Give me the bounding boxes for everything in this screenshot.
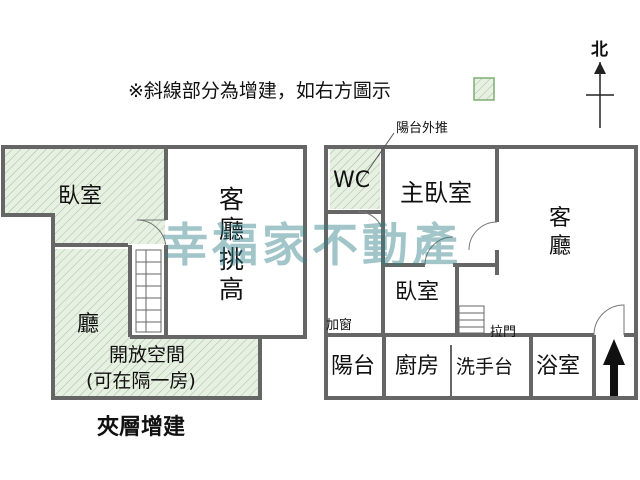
sliding-door-label: 拉門: [490, 325, 516, 340]
mezz-door-swing: [136, 219, 167, 250]
entrance-arrow-icon: [603, 339, 625, 396]
mezz-living-void-char-4: 高: [219, 275, 244, 304]
mezz-living-void-char-3: 挑: [219, 245, 244, 274]
main-outer-wall: [324, 145, 638, 400]
door-swing-entrance: [593, 304, 625, 336]
balcony-callout-leader: [359, 132, 395, 183]
wc-label: WC: [333, 168, 370, 193]
compass: 北: [586, 40, 614, 128]
balcony-label: 陽台: [331, 354, 375, 379]
main-floor-plan: 陽台外推 加窗 拉門 WC 主臥室 客 廳 臥室 陽台 廚房 洗手台 浴室: [324, 121, 638, 400]
mezz-hall-label: 廳: [77, 312, 99, 337]
mezz-bedroom-label: 臥室: [58, 184, 102, 209]
main-stairs: [458, 305, 485, 334]
door-swing-living: [468, 221, 498, 251]
living-label-char-2: 廳: [549, 234, 571, 259]
mezz-stairs: [135, 249, 162, 333]
mezz-living-void-char-1: 客: [219, 185, 244, 214]
watermark-text: 幸福家不動產: [162, 218, 462, 272]
master-bedroom-label: 主臥室: [400, 179, 472, 207]
kitchen-label: 廚房: [395, 354, 439, 379]
mezz-open-space-label: 開放空間: [109, 344, 185, 366]
living-label-char-1: 客: [549, 206, 571, 231]
hatch-legend-swatch: [473, 77, 495, 101]
mezzanine-caption: 夾層增建: [97, 414, 185, 440]
mezz-outer-wall: [1, 145, 307, 400]
door-swing-master: [424, 236, 454, 266]
bathroom-label: 浴室: [536, 354, 580, 379]
mezz-open-space-note: (可在隔一房): [86, 370, 196, 392]
compass-arrow-icon: [594, 62, 606, 74]
balcony-callout-label: 陽台外推: [396, 121, 448, 136]
window-label: 加窗: [326, 317, 352, 333]
door-swing-wc: [357, 211, 384, 237]
mezz-living-void-char-2: 廳: [219, 215, 244, 244]
mezzanine-plan: 臥室 客 廳 挑 高 廳 開放空間 (可在隔一房) 夾層增建: [1, 145, 307, 440]
mezz-bedroom-hatch: [5, 149, 165, 244]
north-label: 北: [591, 40, 608, 60]
legend-note: ※斜線部分為增建，如右方圖示: [128, 80, 391, 102]
mezz-hall-hatch: [55, 249, 258, 396]
wc-hatch: [330, 149, 380, 209]
bedroom-label: 臥室: [395, 280, 439, 305]
sink-label: 洗手台: [456, 356, 513, 378]
